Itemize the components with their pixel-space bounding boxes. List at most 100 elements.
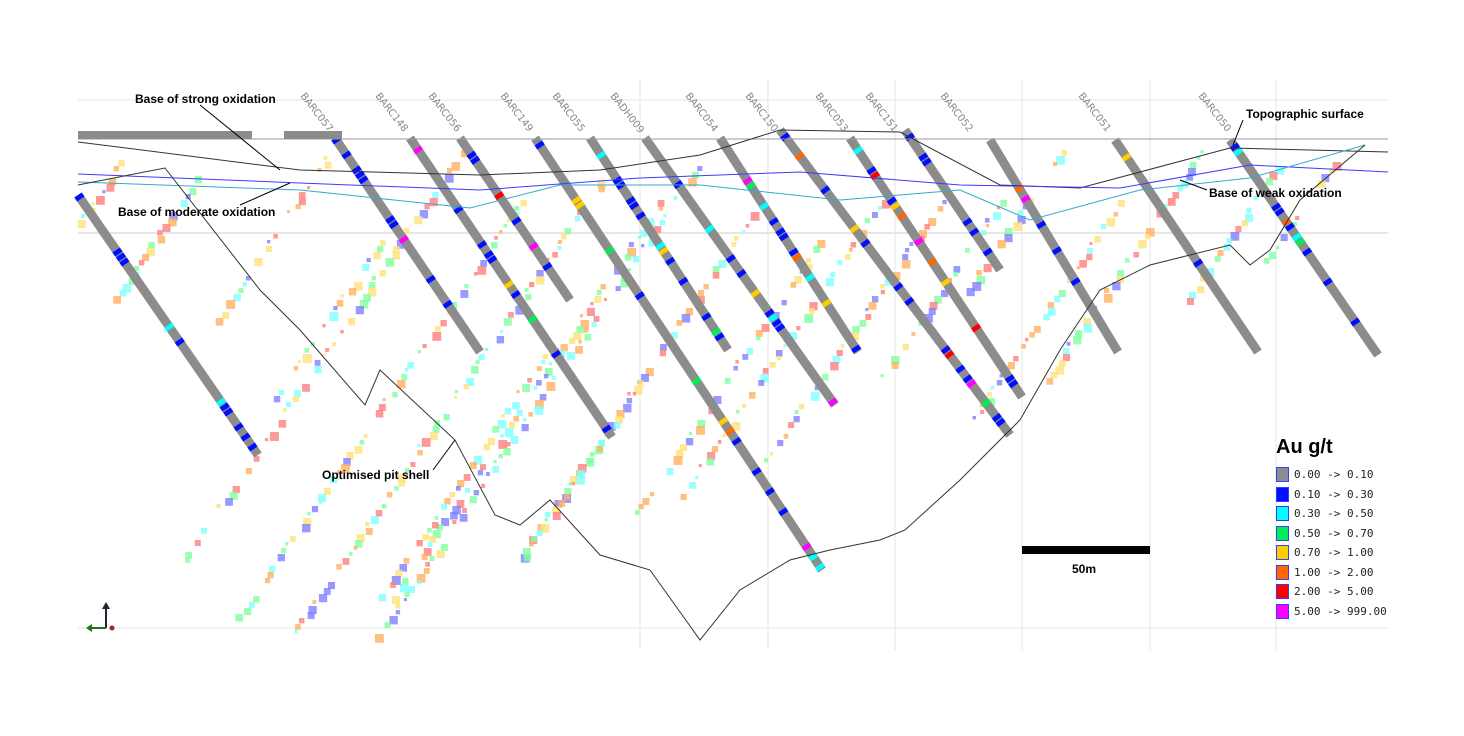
- block-cell: [429, 198, 438, 207]
- block-cell: [603, 298, 608, 302]
- block-cell: [712, 266, 720, 273]
- block-cell: [1007, 362, 1016, 370]
- block-cell: [403, 558, 410, 564]
- block-cell: [1167, 198, 1176, 206]
- block-cell: [501, 414, 505, 418]
- block-cell: [392, 392, 398, 398]
- block-cell: [742, 230, 746, 234]
- block-cell: [953, 272, 959, 277]
- block-cell: [516, 390, 520, 394]
- block-cell: [1033, 326, 1041, 333]
- assay-interval: [701, 312, 712, 322]
- block-cell: [735, 360, 739, 364]
- block-cell: [606, 422, 616, 431]
- block-cell: [396, 240, 406, 249]
- block-cell: [303, 518, 312, 526]
- block-cell: [850, 242, 857, 248]
- block-cell: [850, 332, 859, 341]
- block-cell: [462, 508, 468, 513]
- drill-hole: [1226, 137, 1382, 358]
- block-cell: [1180, 180, 1189, 188]
- block-cell: [536, 366, 542, 371]
- assay-interval: [890, 201, 901, 211]
- block-cell: [840, 344, 845, 348]
- block-cell: [267, 572, 274, 579]
- block-cell: [367, 288, 377, 297]
- block-cell: [384, 622, 391, 628]
- block-cell: [419, 210, 429, 219]
- block-cell: [1048, 308, 1056, 316]
- block-cell: [805, 258, 812, 264]
- block-cell: [375, 510, 383, 517]
- block-cell: [645, 368, 654, 377]
- block-cell: [1106, 218, 1116, 227]
- block-cell: [483, 444, 490, 451]
- block-cell: [813, 246, 821, 253]
- block-cell: [308, 606, 317, 615]
- block-cell: [464, 284, 469, 289]
- block-cell: [267, 240, 271, 244]
- block-cell: [471, 366, 479, 374]
- block-cell: [432, 426, 440, 433]
- block-cell: [333, 306, 338, 311]
- block-cell: [544, 512, 551, 518]
- block-cell: [504, 408, 512, 415]
- block-cell: [510, 436, 519, 444]
- block-cell: [1059, 360, 1066, 367]
- block-cell: [928, 308, 936, 315]
- block-cell: [232, 486, 240, 494]
- block-cell: [986, 398, 996, 407]
- block-cell: [586, 308, 595, 317]
- block-cell: [507, 218, 512, 222]
- assay-interval: [927, 257, 938, 267]
- block-cell: [864, 218, 871, 224]
- block-cell: [788, 422, 795, 429]
- block-cell: [373, 252, 381, 260]
- block-cell: [225, 498, 233, 506]
- assay-interval: [745, 181, 756, 191]
- block-cell: [676, 320, 683, 326]
- block-cell: [1086, 248, 1093, 254]
- block-cell: [632, 392, 637, 396]
- block-cell: [909, 242, 914, 246]
- block-cell: [541, 360, 546, 365]
- block-cell: [794, 276, 802, 284]
- block-cell: [712, 272, 720, 279]
- block-cell: [322, 324, 326, 328]
- assay-interval: [904, 296, 915, 307]
- block-cell: [593, 316, 600, 322]
- block-cell: [397, 380, 406, 389]
- assay-interval: [893, 282, 904, 292]
- block-cell: [1062, 354, 1071, 362]
- label-base-moderate-oxidation: Base of moderate oxidation: [118, 205, 276, 219]
- block-cell: [540, 524, 550, 533]
- assay-interval: [413, 145, 424, 155]
- block-cell: [535, 276, 545, 285]
- assay-interval: [731, 436, 742, 446]
- block-cell: [1058, 290, 1066, 298]
- assay-interval: [801, 542, 812, 552]
- block-cell: [119, 290, 127, 297]
- drill-hole-label: BARC148: [373, 91, 410, 134]
- legend-item: 2.00 -> 5.00: [1276, 582, 1387, 602]
- block-cell: [830, 362, 839, 371]
- assay-interval: [74, 192, 85, 202]
- assay-interval: [665, 256, 676, 266]
- block-cell: [244, 608, 252, 616]
- block-cell: [653, 226, 662, 234]
- block-cell: [407, 362, 414, 369]
- label-topographic-surface: Topographic surface: [1246, 107, 1364, 121]
- block-cell: [953, 266, 961, 273]
- block-cell: [323, 488, 331, 495]
- drill-hole: [776, 127, 1014, 438]
- block-cell: [1073, 336, 1082, 345]
- assay-interval: [1284, 222, 1295, 232]
- block-cell: [298, 198, 306, 206]
- block-cell: [880, 290, 885, 295]
- block-cell: [531, 536, 538, 543]
- assay-interval: [944, 349, 955, 360]
- drill-hole-label: BARC050: [1196, 91, 1233, 134]
- block-cell: [477, 266, 487, 275]
- assay-interval: [442, 299, 453, 309]
- block-cell: [940, 290, 949, 298]
